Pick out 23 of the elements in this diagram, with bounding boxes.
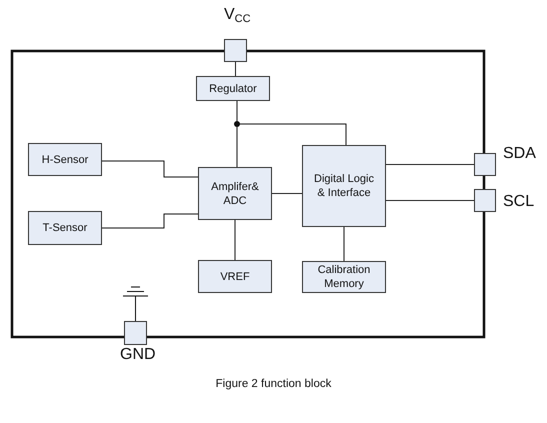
pin-label: V$_{CC}$ <box>224 6 251 25</box>
function-block: H-Sensor <box>28 143 102 176</box>
pin-pad <box>474 153 496 176</box>
connector-line <box>235 62 236 76</box>
connector-line <box>386 164 474 165</box>
pin-pad <box>224 39 247 62</box>
function-block: VREF <box>198 260 272 293</box>
connector-line <box>102 214 198 228</box>
pin-label: SCL <box>503 193 534 211</box>
pin-pad <box>474 189 496 212</box>
function-block: Digital Logic & Interface <box>302 145 386 227</box>
pin-label: SDA <box>503 145 536 163</box>
function-block: T-Sensor <box>28 211 102 245</box>
connector-line <box>102 160 198 178</box>
pin-label: GND <box>120 346 156 364</box>
connector-line <box>386 200 474 201</box>
connector-line <box>272 193 302 194</box>
pin-pad <box>124 321 147 345</box>
function-block: Calibration Memory <box>302 261 386 293</box>
connector-line <box>234 220 236 260</box>
function-block: Amplifer& ADC <box>198 167 272 220</box>
figure-caption: Figure 2 function block <box>214 378 332 390</box>
function-block: Regulator <box>196 76 270 101</box>
